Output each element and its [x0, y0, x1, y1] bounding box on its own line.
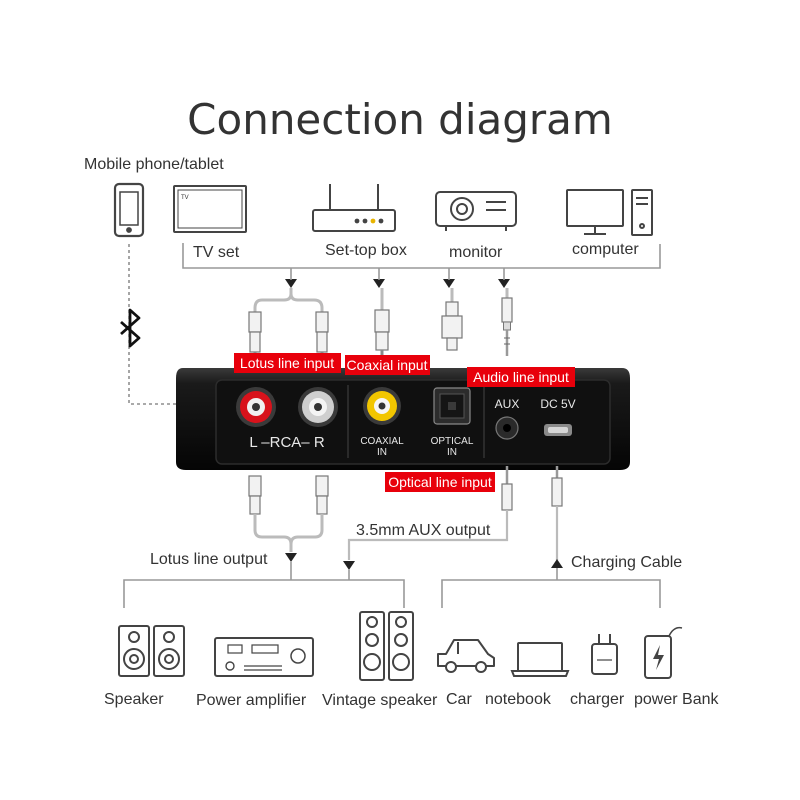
- amplifier-label: Power amplifier: [196, 692, 307, 709]
- projector-icon: [435, 191, 517, 231]
- source-bracket: [182, 243, 661, 269]
- phone-icon: [113, 182, 145, 238]
- bluetooth-icon: [120, 308, 141, 348]
- rca-right-jack: [298, 387, 338, 427]
- charging-arrow: [551, 559, 563, 568]
- dc-panel-label: DC 5V: [540, 397, 575, 411]
- stb-label: Set-top box: [325, 242, 407, 259]
- tag-lotus-input: Lotus line input: [234, 353, 341, 373]
- notebook-label: notebook: [485, 691, 552, 708]
- optical-panel-label-in: IN: [447, 447, 457, 458]
- aux-jack: [495, 416, 519, 440]
- aux-output-arrow: [343, 561, 355, 570]
- charging-label: Charging Cable: [571, 554, 682, 571]
- aux-output-cable: [347, 466, 513, 560]
- computer-label: computer: [572, 241, 639, 258]
- lotus-input-cable: [248, 288, 329, 362]
- vintage-speaker-icon: [359, 611, 414, 681]
- audio-output-bracket: [123, 579, 405, 608]
- lotus-output-cable: [248, 475, 329, 552]
- svg-text:Audio line input: Audio line input: [473, 369, 569, 385]
- lotus-output-label: Lotus line output: [150, 551, 268, 568]
- lotus-output-arrow: [285, 553, 297, 562]
- power-bank-icon: [644, 626, 683, 679]
- tag-optical-input: Optical line input: [385, 472, 495, 492]
- aux-input-cable: [501, 288, 513, 356]
- computer-icon: [566, 189, 653, 236]
- notebook-icon: [510, 642, 570, 677]
- tag-coaxial-input: Coaxial input: [345, 355, 430, 375]
- mobile-label: Mobile phone/tablet: [84, 156, 224, 173]
- charger-icon: [591, 634, 618, 675]
- vintage-label: Vintage speaker: [322, 692, 438, 709]
- car-icon: [437, 639, 495, 673]
- car-label: Car: [446, 691, 472, 708]
- tv-icon: [173, 185, 247, 233]
- tag-audio-input: Audio line input: [467, 367, 575, 387]
- source-arrows: [285, 279, 510, 288]
- set-top-box-icon: [312, 184, 396, 232]
- amplifier-icon: [214, 637, 314, 677]
- tv-screen-label: TV: [181, 195, 189, 201]
- aux-panel-label: AUX: [495, 397, 520, 411]
- diagram-title: Connection diagram: [187, 95, 613, 144]
- charging-cable: [551, 466, 563, 560]
- coaxial-input-cable: [374, 288, 390, 360]
- coaxial-panel-label-in: IN: [377, 447, 387, 458]
- optical-panel-label: OPTICAL: [431, 436, 474, 447]
- svg-text:Lotus line input: Lotus line input: [240, 355, 334, 371]
- rca-left-jack: [236, 387, 276, 427]
- svg-text:Optical line input: Optical line input: [388, 474, 492, 490]
- speaker-label: Speaker: [104, 691, 164, 708]
- arrow-stems: [290, 268, 505, 280]
- rca-panel-label: L –RCA– R: [249, 434, 324, 451]
- dc-usb-port: [544, 424, 572, 436]
- charge-output-bracket: [441, 579, 661, 608]
- aux-output-label: 3.5mm AUX output: [356, 522, 491, 539]
- coaxial-panel-label: COAXIAL: [360, 436, 404, 447]
- tv-label: TV set: [193, 244, 240, 261]
- charger-label: charger: [570, 691, 625, 708]
- svg-text:Coaxial input: Coaxial input: [347, 357, 428, 373]
- monitor-label: monitor: [449, 244, 503, 261]
- power-bank-label: power Bank: [634, 691, 719, 708]
- optical-jack: [433, 387, 471, 425]
- bluetooth-link-line: [128, 244, 180, 405]
- coaxial-jack: [363, 387, 401, 425]
- optical-input-cable: [441, 288, 463, 351]
- speaker-icon: [118, 625, 185, 677]
